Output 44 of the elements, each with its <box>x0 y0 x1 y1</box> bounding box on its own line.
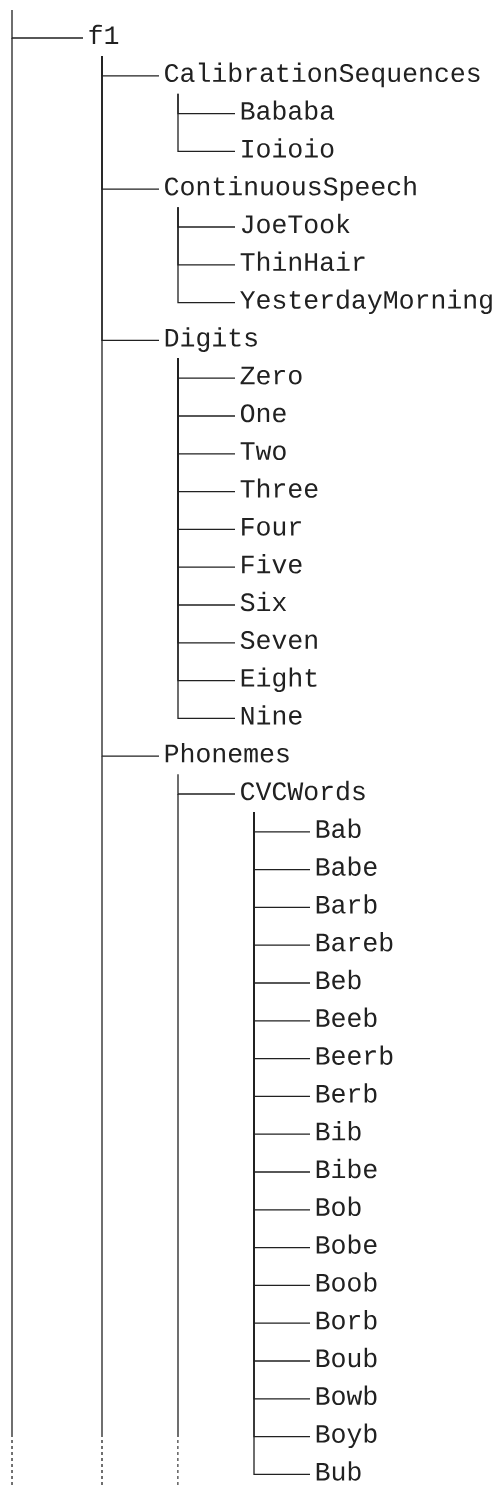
tree-item-label: Boob <box>316 1272 377 1292</box>
tree-item-label: Beb <box>316 969 361 990</box>
tree-item-label: Boyb <box>316 1423 377 1449</box>
tree-item-label: Borb <box>316 1310 377 1330</box>
tree-item-label: Six <box>240 591 287 612</box>
tree-connector <box>101 55 160 757</box>
tree-item-label: One <box>240 404 286 423</box>
tree-item-label: Four <box>242 517 301 536</box>
tree-item-label: Zero <box>240 366 302 385</box>
tree-item-label: Bub <box>316 1461 361 1481</box>
tree-item-label: Beerb <box>316 1045 393 1065</box>
tree-item-label: Bababa <box>241 100 335 120</box>
tree-item-label: Boub <box>316 1347 377 1368</box>
tree-item-label: JoeTook <box>241 213 350 234</box>
tree-item-label: YesterdayMorning <box>240 289 492 315</box>
tree-item-label: Barb <box>316 894 377 914</box>
tree-item-label: Bobe <box>316 1234 377 1254</box>
tree-connector <box>177 93 236 153</box>
tree-item-label: f1 <box>89 24 119 44</box>
tree-item-label: Bob <box>316 1196 361 1217</box>
tree-item-label: Berb <box>316 1083 377 1103</box>
tree-item-label: ContinuousSpeech <box>165 176 416 201</box>
tree-connector <box>177 206 236 304</box>
tree-item-label: Digits <box>165 327 257 352</box>
tree-item-label: Beeb <box>316 1007 377 1028</box>
tree-item-label: CVCWords <box>241 780 365 801</box>
tree-item-label: Bibe <box>316 1158 377 1179</box>
tree-item-label: Phonemes <box>165 743 289 763</box>
tree-item-label: Two <box>240 442 286 461</box>
tree-item-label: Nine <box>241 705 302 725</box>
tree-connector <box>11 9 84 39</box>
tree-item-label: Three <box>240 478 318 498</box>
tree-item-label: Bib <box>316 1121 361 1141</box>
tree-item-label: Babe <box>316 856 377 876</box>
tree-connector <box>177 773 236 795</box>
tree-item-label: Bowb <box>316 1385 377 1406</box>
tree-item-label: ThinHair <box>240 251 365 272</box>
tree-item-label: Bareb <box>316 932 393 952</box>
tree-item-label: Eight <box>241 667 317 693</box>
tree-item-label: CalibrationSequences <box>165 62 480 88</box>
tree-item-label: Bab <box>316 818 361 839</box>
tree-item-label: Ioioio <box>242 138 334 158</box>
tree-item-label: Seven <box>240 631 317 650</box>
tree-item-label: Five <box>242 554 302 574</box>
